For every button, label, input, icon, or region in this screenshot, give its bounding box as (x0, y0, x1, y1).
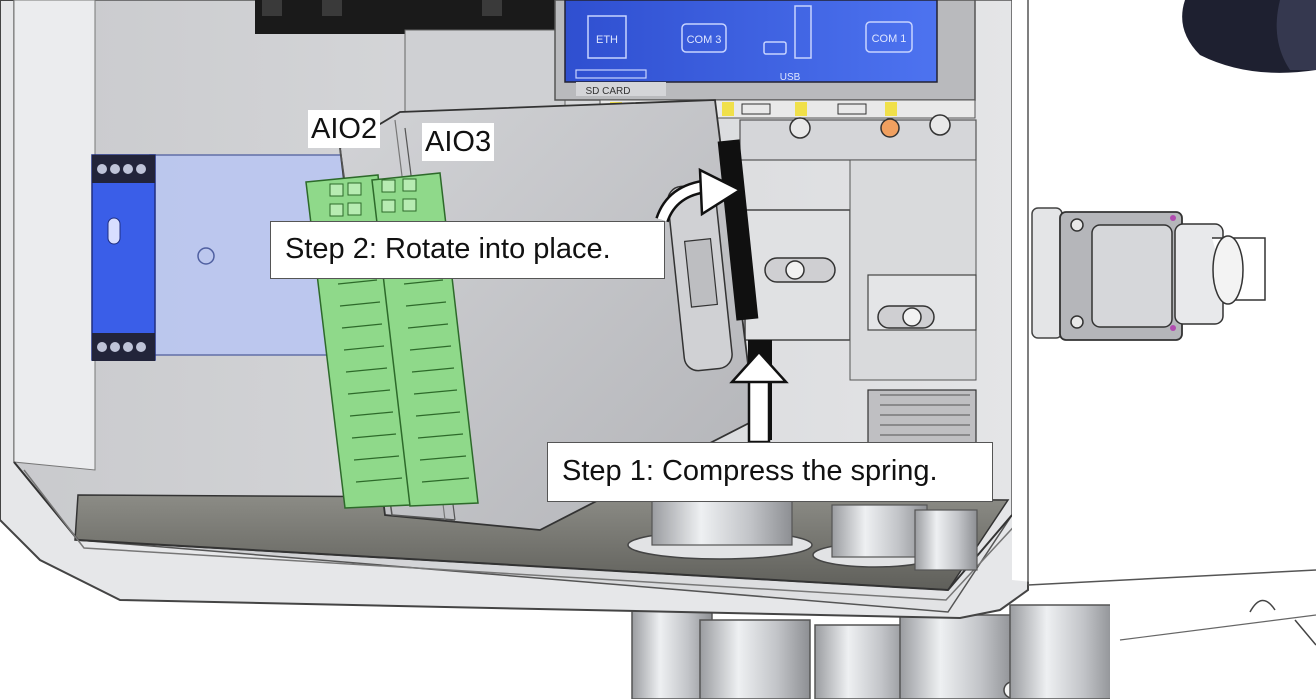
inner-gland-collars (627, 499, 978, 571)
controller-board: ETH COM 3 USB COM 1 SD CARD (554, 0, 976, 119)
top-terminal-blocks (255, 0, 560, 34)
din-rail-hardware (739, 114, 977, 446)
eth-label: ETH (596, 34, 618, 46)
hinge-detail (1249, 599, 1316, 646)
top-right-knob (1182, 0, 1316, 73)
com3-label: COM 3 (687, 34, 722, 46)
step1-callout: Step 1: Compress the spring. (547, 442, 993, 502)
aio3-label: AIO3 (422, 123, 495, 161)
rotate-arrow-icon (655, 167, 743, 223)
sd-card-label: SD CARD (585, 86, 630, 97)
cable-glands (631, 604, 1116, 699)
usb-label: USB (780, 72, 801, 83)
aio2-label: AIO2 (308, 110, 381, 148)
step2-callout: Step 2: Rotate into place. (270, 221, 665, 279)
com1-label: COM 1 (872, 33, 907, 45)
compress-arrow-icon (729, 350, 789, 444)
enclosure-latch (1031, 207, 1266, 341)
